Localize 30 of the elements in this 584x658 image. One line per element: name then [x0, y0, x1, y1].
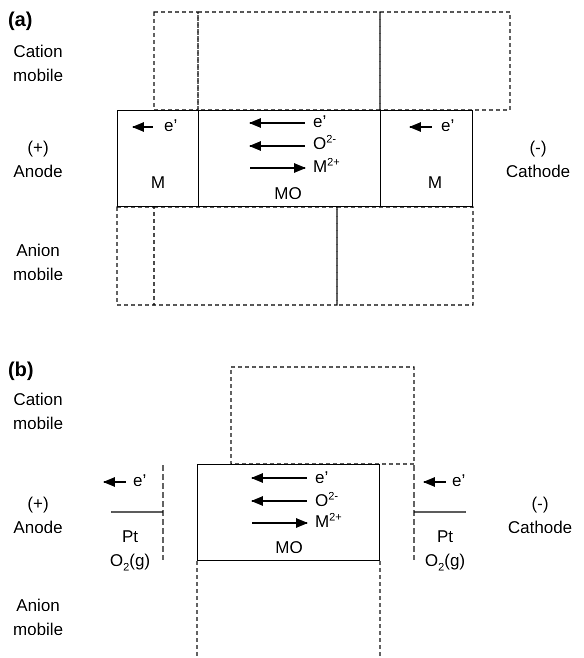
species-label: M$^{2+}$ — [315, 511, 342, 533]
electrode-label: Pt O$_{2}$(g) — [424, 526, 466, 573]
layer-name: M — [150, 172, 166, 194]
species-label: e’ — [452, 470, 466, 492]
electrode-label: Pt O$_{2}$(g) — [108, 526, 152, 573]
layer-box — [198, 110, 381, 207]
species-label: e’ — [133, 470, 146, 492]
layer-box — [380, 110, 473, 207]
side-label: (-) Cathode — [504, 137, 572, 183]
species-label: e’ — [313, 111, 326, 133]
panel-label: (a) — [8, 8, 32, 32]
species-label: O$^{2-}$ — [313, 133, 336, 155]
side-label: Cation mobile — [12, 41, 64, 87]
species-label: M$^{2+}$ — [313, 156, 340, 178]
side-label: Cation mobile — [12, 389, 64, 435]
layer-name: MO — [275, 537, 303, 559]
species-label: O$^{2-}$ — [315, 490, 338, 512]
species-label: e’ — [441, 115, 454, 137]
side-label: (+) Anode — [12, 493, 64, 539]
side-label: Anion mobile — [12, 240, 64, 286]
side-label: (+) Anode — [12, 137, 64, 183]
species-label: e’ — [164, 115, 178, 137]
layer-name: M — [428, 172, 442, 194]
layer-box — [117, 110, 199, 207]
species-label: e’ — [315, 467, 328, 489]
side-label: Anion mobile — [12, 595, 64, 641]
panel-label: (b) — [8, 358, 34, 382]
side-label: (-) Cathode — [506, 493, 574, 539]
layer-box — [197, 464, 380, 561]
layer-name: MO — [274, 183, 302, 205]
